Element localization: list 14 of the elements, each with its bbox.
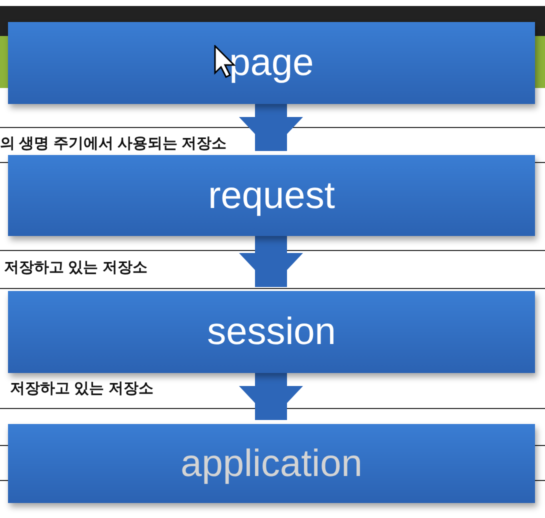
box-label: application: [180, 444, 362, 482]
box-label: session: [207, 313, 336, 351]
process-box: [8, 424, 535, 503]
down-arrow: [239, 236, 303, 287]
process-box: [8, 155, 535, 236]
box-label: page: [229, 44, 314, 82]
table-cell-text: 의 생명 주기에서 사용되는 저장소: [0, 134, 227, 154]
table-cell-text: 저장하고 있는 저장소: [10, 379, 154, 399]
down-arrow: [239, 373, 303, 420]
down-arrow: [239, 104, 303, 151]
table-cell-text: 저장하고 있는 저장소: [4, 258, 148, 278]
process-box: [8, 22, 535, 104]
box-label: request: [208, 176, 335, 214]
process-box: [8, 291, 535, 373]
